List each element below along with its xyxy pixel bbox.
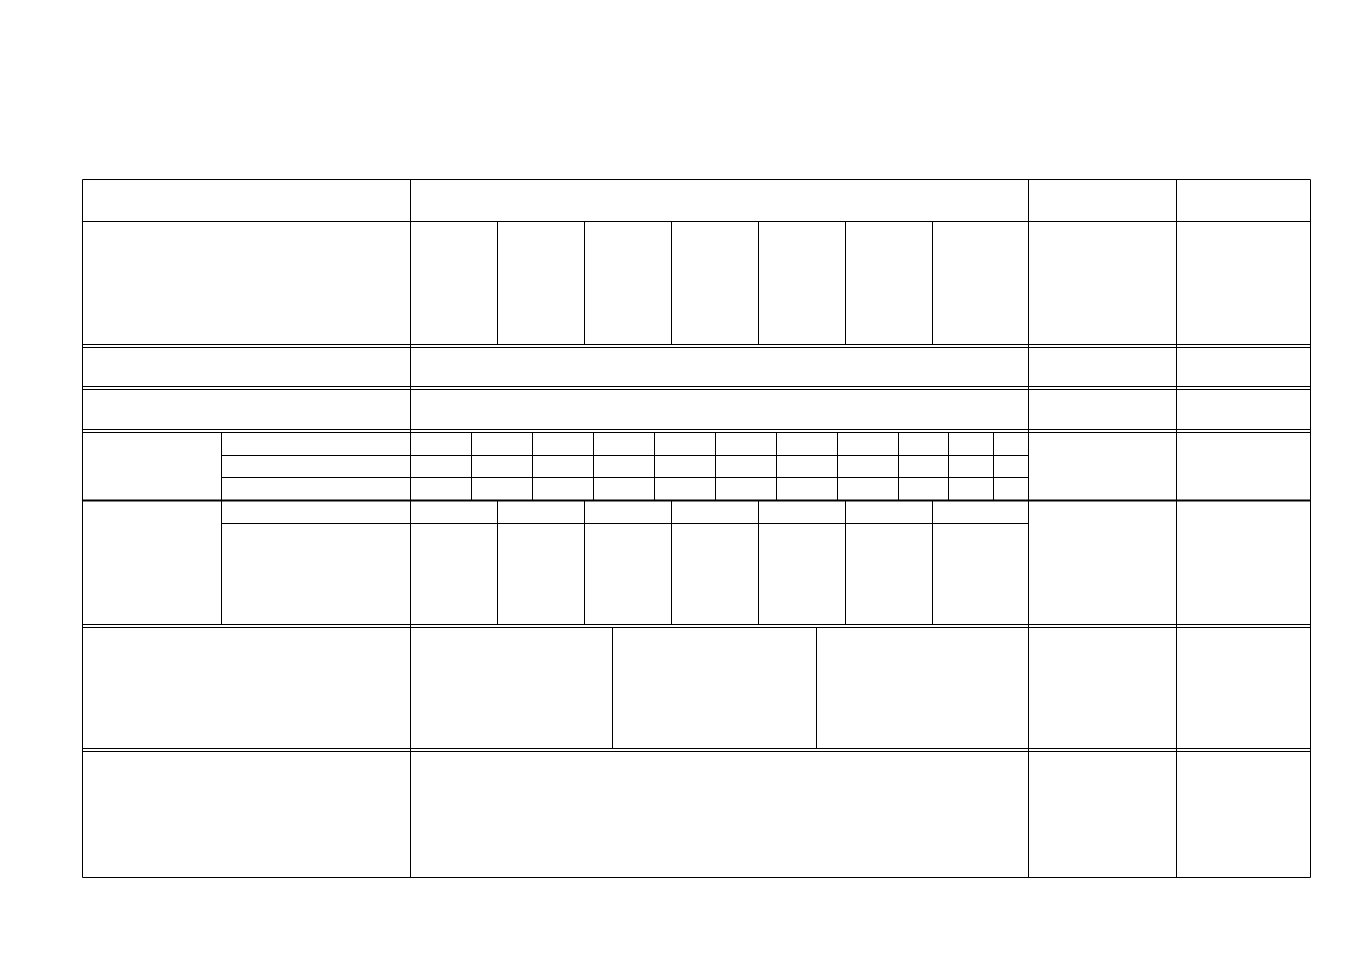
- form-page: [82, 179, 1311, 878]
- form-table-grid: [82, 179, 1311, 878]
